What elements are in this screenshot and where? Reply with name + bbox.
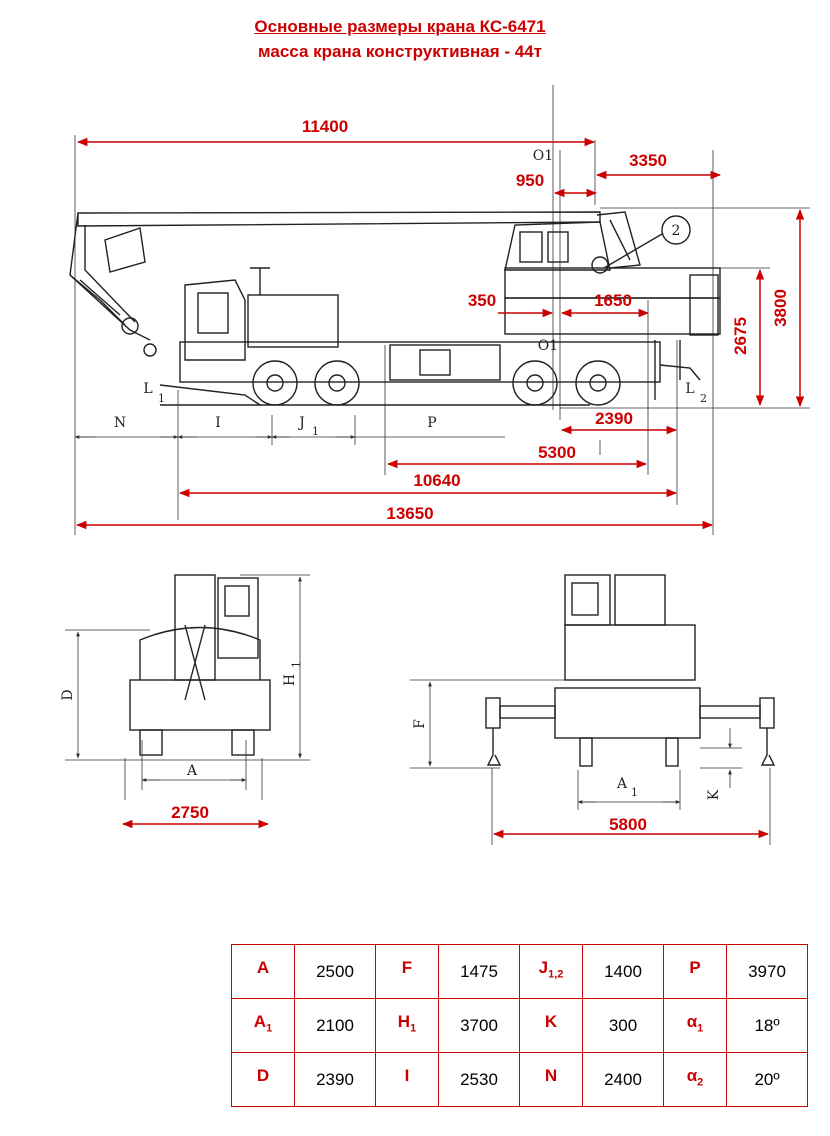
dim-2675: 2675 [731,317,750,355]
dim-2390: 2390 [595,409,633,428]
spec-key: D [231,1052,295,1107]
dim-3350: 3350 [629,151,667,170]
dim-11400: 11400 [302,117,348,136]
front-view: 2750 D H 1 A [60,574,310,829]
wheel [512,360,558,406]
spec-value: 2500 [294,944,376,999]
spec-key: α2 [663,1052,727,1107]
label-D: D [60,689,76,700]
label-L2-sub: 2 [700,392,707,405]
spec-key: N [519,1052,583,1107]
label-I: I [215,415,221,431]
spec-value: 300 [582,998,664,1053]
label-F: F [412,719,428,729]
spec-key: α1 [663,998,727,1053]
spec-key: F [375,944,439,999]
side-view: 2 11400 3350 950 350 1650 2675 3800 2390 [69,85,810,535]
spec-value: 2400 [582,1052,664,1107]
dim-10640: 10640 [413,471,460,490]
label-J1-sub: 1 [312,425,319,438]
wheel [252,360,298,406]
spec-value: 2100 [294,998,376,1053]
spec-key: A1 [231,998,295,1053]
spec-key: A [231,944,295,999]
label-H1: H [282,674,298,686]
wheel [575,360,621,406]
dim-350: 350 [468,291,496,310]
label-L1-sub: 1 [158,392,165,405]
label-J1: J [297,415,305,431]
callout-circle [661,215,691,245]
label-K: K [706,789,722,800]
dim-950: 950 [516,171,544,190]
spec-value: 20º [726,1052,808,1107]
spec-key: I [375,1052,439,1107]
spec-value: 3970 [726,944,808,999]
spec-value: 2530 [438,1052,520,1107]
label-L2: L [685,381,694,397]
label-o1-mid: O1 [538,338,558,354]
label-H1-sub: 1 [290,661,303,668]
spec-key: J1,2 [519,944,583,999]
spec-value: 1400 [582,944,664,999]
label-A: A [186,763,198,779]
callout-2-label: 2 [672,223,681,239]
dim-5800: 5800 [609,815,647,834]
dim-13650: 13650 [386,504,433,523]
title-mass: масса крана конструктивная - 44т [258,42,542,61]
spec-key: K [519,998,583,1053]
spec-key: H1 [375,998,439,1053]
label-N: N [114,415,126,431]
label-L1: L [143,381,152,397]
spec-value: 18º [726,998,808,1053]
dim-3800: 3800 [771,289,790,327]
label-A1: A [616,776,628,792]
spec-value: 3700 [438,998,520,1053]
label-o1-top: O1 [533,148,553,164]
dim-1650: 1650 [594,291,632,310]
label-P: P [427,415,436,431]
wheel [314,360,360,406]
dim-5300: 5300 [538,443,576,462]
title-main: Основные размеры крана КС-6471 [254,17,546,36]
spec-value: 1475 [438,944,520,999]
rear-view: 5800 F A 1 K [410,574,776,845]
dim-2750: 2750 [171,803,209,822]
spec-value: 2390 [294,1052,376,1107]
label-A1-sub: 1 [631,786,638,799]
spec-key: P [663,944,727,999]
